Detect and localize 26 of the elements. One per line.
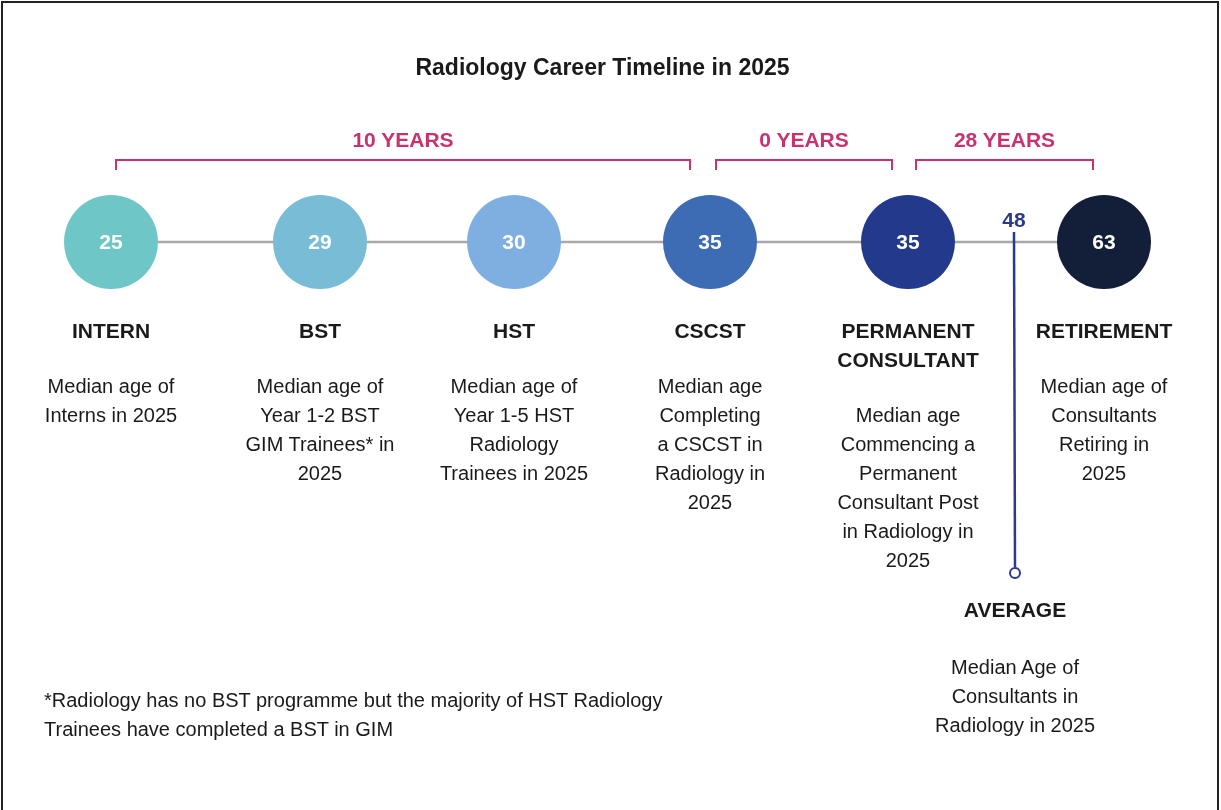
stage-heading: HST — [492, 318, 536, 344]
stage-description: Median age of Interns in 2025 — [43, 374, 179, 428]
footnote: *Radiology has no BST programme but the majority of HST Radiology Trainees have completed a BST in GIM — [44, 688, 664, 742]
connector-line — [158, 240, 273, 244]
connector-line — [757, 240, 861, 244]
stage-description: Median age of Consultants Retiring in 2025 — [1039, 374, 1169, 486]
stage-heading: BST — [298, 318, 342, 344]
duration-label: 28 YEARS — [953, 127, 1056, 153]
stage-description: Median age of Year 1-5 HST Radiology Trainees in 2025 — [438, 374, 590, 486]
average-age-value: 48 — [994, 204, 1034, 230]
stage-description: Median Age of Consultants in Radiology in 2025 — [933, 655, 1097, 738]
connector-line — [561, 240, 663, 244]
duration-label: 0 YEARS — [759, 127, 849, 153]
stage-description: Median age Commencing a Permanent Consultant Post in Radiology in 2025 — [836, 403, 980, 573]
duration-label: 10 YEARS — [352, 127, 454, 153]
stage-heading: CSCST — [673, 318, 747, 344]
stage-description: Median age Completing a CSCST in Radiology in 2025 — [653, 374, 767, 515]
stage-heading: AVERAGE — [962, 597, 1068, 623]
connector-line — [367, 240, 467, 244]
stage-description: Median age of Year 1-2 BST GIM Trainees* in 2025 — [245, 374, 395, 486]
stage-heading: RETIREMENT — [1034, 318, 1174, 344]
stage-heading: INTERN — [70, 318, 152, 344]
connector-line — [955, 240, 1057, 244]
stage-heading: PERMANENT CONSULTANT — [836, 318, 980, 373]
connector-line — [1012, 232, 1017, 567]
title: Radiology Career Timeline in 2025 — [414, 53, 791, 82]
